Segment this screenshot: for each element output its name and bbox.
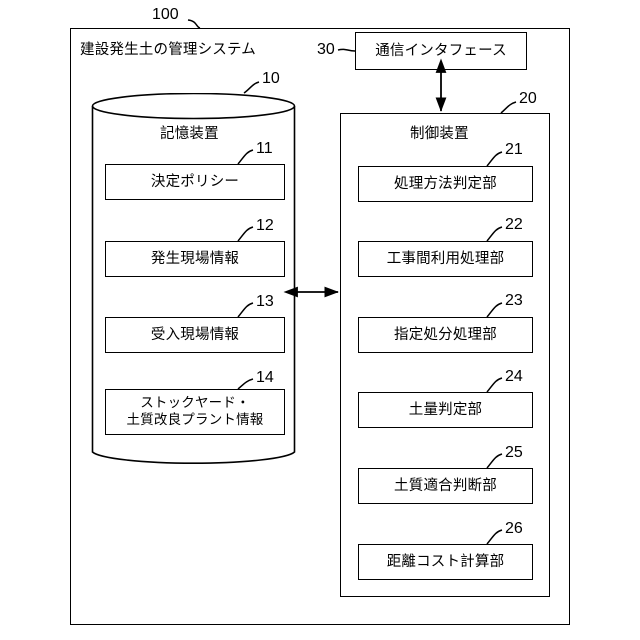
system-frame <box>70 28 570 625</box>
storage-item-label-11: 決定ポリシー <box>150 173 240 190</box>
reference-number-100: 100 <box>152 6 179 23</box>
reference-number-13: 13 <box>256 293 274 310</box>
reference-number-10: 10 <box>262 70 280 87</box>
controller-item-designated-disposal: 指定処分処理部 <box>358 317 533 353</box>
reference-number-30: 30 <box>317 41 335 58</box>
leader-line-100 <box>187 19 201 29</box>
communication-interface-label: 通信インタフェース <box>375 42 507 59</box>
controller-item-soil-volume-determination: 土量判定部 <box>358 392 533 428</box>
controller-item-label-26: 距離コスト計算部 <box>386 553 505 570</box>
control-device-title: 制御装置 <box>410 126 469 142</box>
storage-item-acceptance-site-info: 受入現場情報 <box>105 317 285 353</box>
reference-number-11: 11 <box>256 140 273 157</box>
reference-number-22: 22 <box>505 216 523 233</box>
controller-item-distance-cost-calculation: 距離コスト計算部 <box>358 544 533 580</box>
controller-item-inter-construction-use: 工事間利用処理部 <box>358 241 533 277</box>
reference-number-20: 20 <box>519 90 537 107</box>
storage-item-label-12: 発生現場情報 <box>150 250 240 267</box>
controller-item-soil-quality-suitability: 土質適合判断部 <box>358 468 533 504</box>
reference-number-25: 25 <box>505 444 523 461</box>
controller-item-processing-method-determination: 処理方法判定部 <box>358 166 533 202</box>
reference-number-23: 23 <box>505 292 523 309</box>
controller-item-label-23: 指定処分処理部 <box>394 326 497 343</box>
reference-number-21: 21 <box>505 141 523 158</box>
storage-item-label-14-line1: ストックヤード・ <box>140 395 250 411</box>
storage-item-stockyard-plant-info: ストックヤード・ 土質改良プラント情報 <box>105 389 285 435</box>
reference-number-14: 14 <box>256 369 274 386</box>
system-title: 建設発生土の管理システム <box>80 42 256 58</box>
storage-item-decision-policy: 決定ポリシー <box>105 164 285 200</box>
controller-item-label-25: 土質適合判断部 <box>394 477 497 494</box>
controller-item-label-24: 土量判定部 <box>408 401 483 418</box>
reference-number-12: 12 <box>256 217 274 234</box>
storage-item-generation-site-info: 発生現場情報 <box>105 241 285 277</box>
storage-item-label-13: 受入現場情報 <box>150 326 240 343</box>
controller-item-label-21: 処理方法判定部 <box>394 175 497 192</box>
storage-item-label-14-line2: 土質改良プラント情報 <box>126 412 264 427</box>
controller-item-label-22: 工事間利用処理部 <box>386 250 505 267</box>
storage-device-title: 記憶装置 <box>160 126 219 142</box>
communication-interface-box: 通信インタフェース <box>355 32 527 70</box>
reference-number-24: 24 <box>505 368 523 385</box>
reference-number-26: 26 <box>505 520 523 537</box>
